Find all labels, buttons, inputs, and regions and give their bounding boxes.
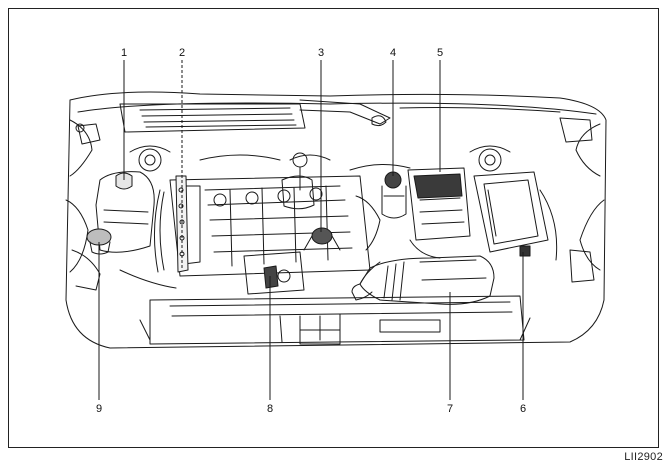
- hoses-and-harness: [119, 152, 558, 289]
- fuse-relay-box: [473, 171, 549, 257]
- engine-oil-dipstick-area: [175, 175, 189, 273]
- right-strut-tower: [469, 145, 511, 172]
- callout-5: 5: [437, 47, 443, 59]
- right-fender-details: [559, 117, 605, 283]
- coolant-reservoir: [95, 171, 155, 253]
- engine-oil-filler-cap: [281, 175, 341, 251]
- cowl-panel: [119, 99, 561, 133]
- callout-3: 3: [318, 47, 324, 59]
- brake-fluid-reservoir: [381, 171, 407, 219]
- callout-7: 7: [447, 403, 453, 415]
- battery: [407, 167, 471, 241]
- washer-fluid-cap: [86, 228, 112, 255]
- callout-labels: 1 2 3 4 5 6 7 8 9: [96, 47, 526, 415]
- callout-8: 8: [267, 403, 273, 415]
- callout-6: 6: [520, 403, 526, 415]
- callout-1: 1: [121, 47, 127, 59]
- radiator-core-support: [139, 295, 531, 345]
- engine-block: [169, 175, 371, 277]
- figure-frame: [8, 8, 659, 448]
- callout-4: 4: [390, 47, 396, 59]
- engine-bay-outline: [65, 91, 607, 349]
- leader-lines: [98, 60, 524, 400]
- left-strut-tower: [129, 145, 171, 172]
- figure-id: LII2902: [624, 451, 663, 463]
- engine-front-components: [243, 251, 305, 295]
- callout-9: 9: [96, 403, 102, 415]
- callout-2: 2: [179, 47, 185, 59]
- left-fender-details: [65, 119, 101, 291]
